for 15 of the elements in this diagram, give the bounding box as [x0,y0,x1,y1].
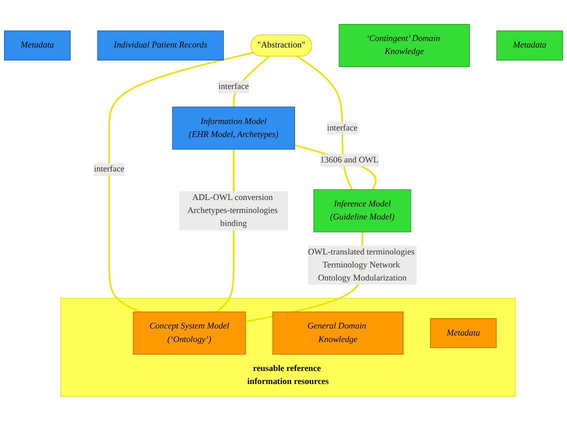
node-box: General Domain Knowledge [272,312,404,355]
edge-label: interface [94,164,124,174]
node-box: Metadata [496,30,563,60]
edge-label: interface [218,82,249,92]
edge-label: ADL-OWL conversion Archetypes-terminologies binding [187,192,278,228]
node-box: Individual Patient Records [97,30,224,60]
node-box: Information Model (EHR Model, Archetypes) [172,106,295,150]
node-box: Inference Model (Guideline Model) [313,189,412,232]
edge-label: interface [327,123,358,132]
node-box: ‘Contingent’ Domain Knowledge [338,24,470,67]
node-box: Concept System Model (‘Ontology’) [132,312,246,355]
node-box: Metadata [430,318,497,348]
edge-label: OWL-translated terminologies Terminology Network Ontology Modularization [308,247,414,283]
node-box: Metadata [4,30,71,60]
edge-label: 13606 and OWL [320,155,379,165]
